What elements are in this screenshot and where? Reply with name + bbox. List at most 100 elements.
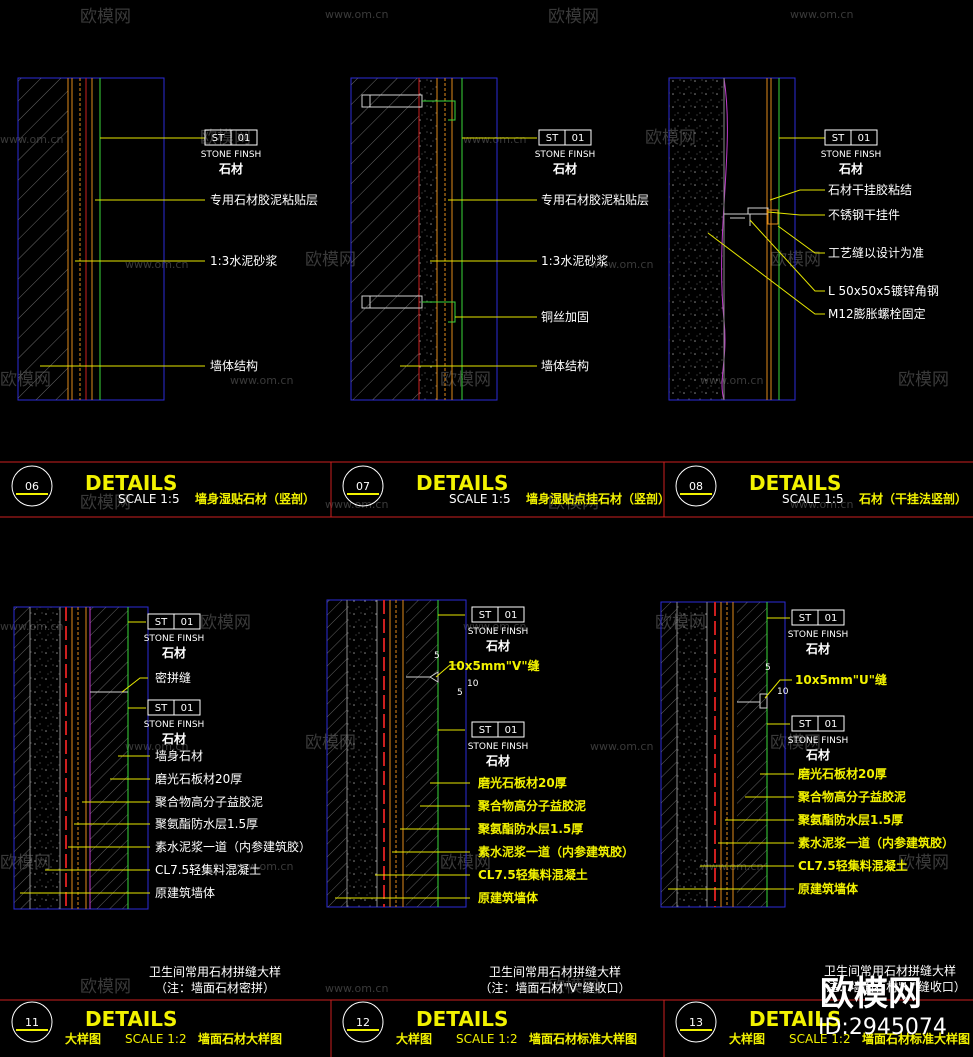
material-label: 墙体结构: [210, 358, 258, 373]
tag-number: 01: [181, 617, 194, 628]
tag-code: ST: [155, 617, 168, 628]
tag-number: 01: [181, 703, 194, 714]
material-label: CL7.5轻集料混凝土: [155, 862, 261, 877]
title-circle: [11, 1001, 53, 1043]
material-label: 磨光石板材20厚: [797, 766, 887, 781]
title-sub: 大样图: [65, 1031, 101, 1046]
watermark-brand: 欧模网: [440, 370, 491, 390]
caption-line: 卫生间常用石材拼缝大样: [149, 964, 281, 979]
tag-code: ST: [479, 610, 492, 621]
caption-line: （注：墙面石材"V"缝收口）: [479, 980, 630, 995]
tag-number: 01: [572, 133, 585, 144]
material-label: 素水泥浆一道（内参建筑胶）: [798, 835, 954, 850]
material-label: 素水泥浆一道（内参建筑胶）: [155, 839, 311, 854]
dimension-text: 10: [467, 679, 479, 689]
material-label: 聚合物高分子益胶泥: [797, 789, 906, 804]
joint-label: 10x5mm"V"缝: [448, 658, 540, 673]
watermark-brand: 欧模网: [770, 733, 821, 753]
tag-code: ST: [479, 725, 492, 736]
title-scale: SCALE 1:5: [118, 492, 180, 506]
title-circle: [342, 1001, 384, 1043]
detail-panel-12: [326, 599, 470, 908]
tag-number: 01: [505, 610, 518, 621]
material-label: M12膨胀螺栓固定: [828, 306, 926, 321]
detail-number: 07: [356, 480, 370, 493]
tag-english: STONE FINSH: [821, 150, 882, 160]
tag-code: ST: [799, 719, 812, 730]
title-description: 墙身湿贴点挂石材（竖剖）: [526, 491, 670, 506]
tag-chinese: 石材: [485, 638, 510, 653]
material-label: 专用石材胶泥粘贴层: [210, 192, 318, 207]
detail-panel-11: [13, 606, 150, 910]
watermark-url: www.om.cn: [590, 258, 653, 271]
dimension-text: 5: [765, 663, 771, 673]
detail-panel-07: [350, 77, 537, 401]
tag-chinese: 石材: [161, 731, 186, 746]
title-circle: [342, 465, 384, 507]
tag-code: ST: [546, 133, 559, 144]
watermark-url: www.om.cn: [325, 982, 388, 995]
tag-english: STONE FINSH: [144, 634, 205, 644]
title-description: 墙面石材大样图: [198, 1031, 282, 1046]
tag-english: STONE FINSH: [468, 742, 529, 752]
details-heading: DETAILS: [749, 471, 841, 495]
title-scale: SCALE 1:2: [125, 1032, 187, 1046]
watermark-url: www.om.cn: [125, 740, 188, 753]
material-label: 聚氨酯防水层1.5厚: [797, 812, 903, 827]
tag-chinese: 石材: [161, 645, 186, 660]
dimension-text: 10: [777, 687, 789, 697]
material-label: 墙身石材: [155, 748, 203, 763]
watermark-url: www.om.cn: [325, 498, 388, 511]
title-sub: 大样图: [729, 1031, 765, 1046]
tag-english: STONE FINSH: [535, 150, 596, 160]
detail-panel-06: [17, 77, 205, 401]
title-description: 墙身湿贴石材（竖剖）: [195, 491, 315, 506]
watermark-url: www.om.cn: [125, 258, 188, 271]
tag-english: STONE FINSH: [788, 630, 849, 640]
material-label: CL7.5轻集料混凝土: [478, 867, 588, 882]
details-heading: DETAILS: [416, 471, 508, 495]
tag-number: 01: [825, 719, 838, 730]
tag-chinese: 石材: [805, 641, 830, 656]
material-label: 聚合物高分子益胶泥: [155, 794, 263, 809]
watermark-url: www.om.cn: [790, 498, 853, 511]
material-label: CL7.5轻集料混凝土: [798, 858, 908, 873]
tag-chinese: 石材: [805, 747, 830, 762]
details-heading: DETAILS: [85, 471, 177, 495]
tag-number: 01: [858, 133, 871, 144]
watermark-brand: 欧模网: [200, 128, 251, 148]
material-label: 密拼缝: [155, 670, 191, 685]
watermark-url: www.om.cn: [230, 860, 293, 873]
caption-line: （注：墙面石材密拼）: [155, 980, 275, 995]
detail-number: 11: [25, 1016, 39, 1029]
watermark-brand: 欧模网: [548, 493, 599, 513]
detail-number: 06: [25, 480, 39, 493]
tag-english: STONE FINSH: [468, 627, 529, 637]
joint-label: 10x5mm"U"缝: [795, 672, 887, 687]
tag-code: ST: [155, 703, 168, 714]
tag-code: ST: [212, 133, 225, 144]
tag-chinese: 石材: [218, 161, 243, 176]
title-circle: [11, 465, 53, 507]
watermark-brand: 欧模网: [80, 493, 131, 513]
tag-chinese: 石材: [485, 753, 510, 768]
watermark-brand: 欧模网: [305, 250, 356, 270]
material-label: 1:3水泥砂浆: [210, 253, 277, 268]
detail-panel-08: [668, 77, 825, 401]
dimension-text: 5: [457, 688, 463, 698]
watermark-brand: 欧模网: [548, 7, 599, 27]
details-heading: DETAILS: [749, 1007, 841, 1031]
material-label: 墙体结构: [541, 358, 589, 373]
detail-number: 13: [689, 1016, 703, 1029]
material-label: 聚合物高分子益胶泥: [477, 798, 586, 813]
site-logo: 欧模网: [820, 974, 922, 1014]
tag-code: ST: [832, 133, 845, 144]
material-label: 不锈钢干挂件: [828, 208, 900, 222]
title-scale: SCALE 1:5: [782, 492, 844, 506]
title-circle: [675, 465, 717, 507]
